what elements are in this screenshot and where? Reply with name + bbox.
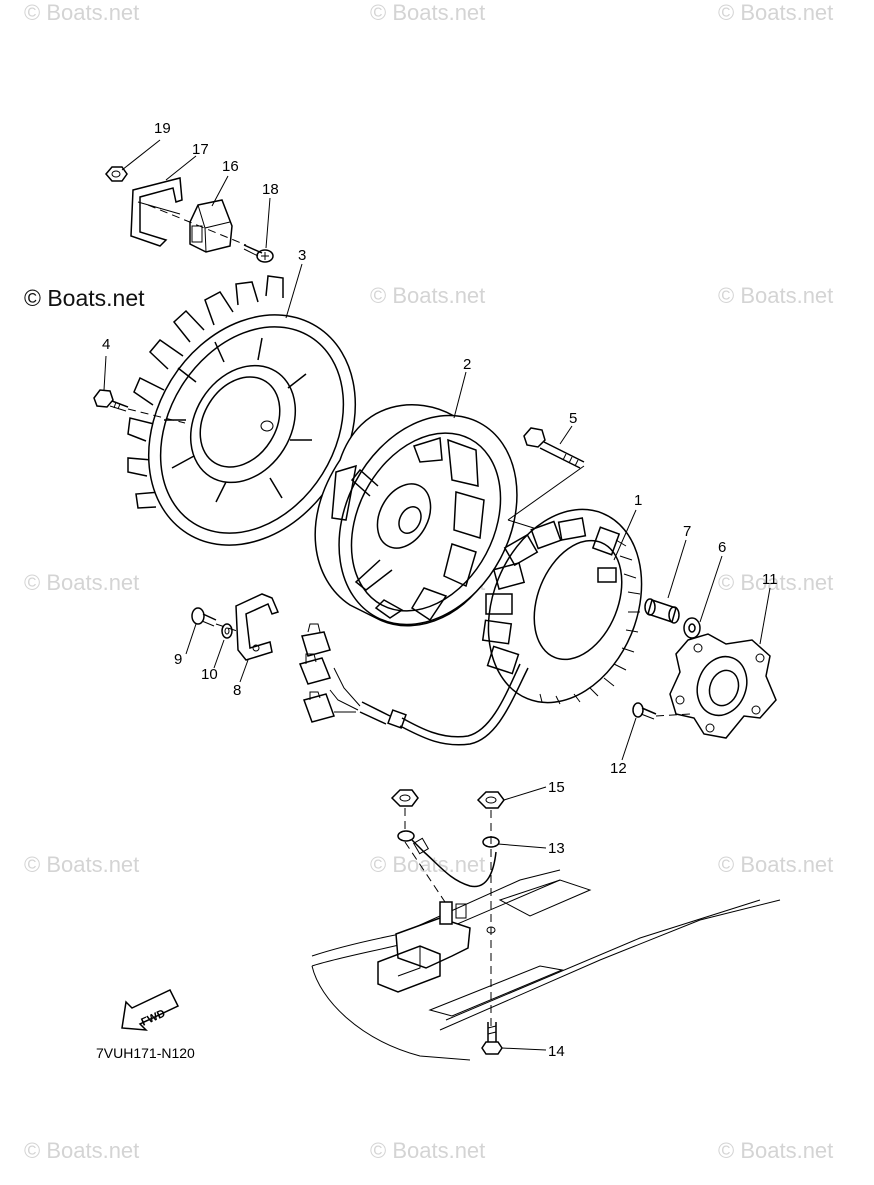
callout-2: 2 bbox=[463, 356, 472, 373]
callout-14: 14 bbox=[548, 1043, 565, 1060]
bracket-8-icon bbox=[235, 593, 280, 661]
callout-1: 1 bbox=[634, 492, 643, 509]
watermark-text: © Boats.net bbox=[718, 0, 834, 25]
watermark-text: © Boats.net bbox=[24, 1138, 140, 1163]
callout-7: 7 bbox=[683, 523, 692, 540]
nut-15-icon bbox=[390, 789, 505, 809]
flywheel-fan-3-icon bbox=[127, 275, 357, 546]
bolt-14-icon bbox=[481, 1022, 503, 1055]
diagram-code: 7VUH171-N120 bbox=[96, 1045, 195, 1061]
spacer-7-icon bbox=[644, 598, 680, 624]
watermark-text: © Boats.net bbox=[370, 1138, 486, 1163]
watermark-text: © Boats.net bbox=[718, 852, 834, 877]
callout-19: 19 bbox=[154, 120, 171, 137]
callout-10: 10 bbox=[201, 666, 218, 683]
callout-15: 15 bbox=[548, 779, 565, 796]
screw-9-icon bbox=[191, 607, 217, 627]
watermark-text: © Boats.net bbox=[718, 283, 834, 308]
watermark-text: © Boats.net bbox=[370, 283, 486, 308]
bolt-5-icon bbox=[523, 427, 585, 469]
callout-13: 13 bbox=[548, 840, 565, 857]
bracket-17-icon bbox=[130, 177, 183, 247]
wire-harness-icon bbox=[298, 623, 529, 746]
connector-block-16-icon bbox=[189, 199, 233, 253]
callout-11: 11 bbox=[762, 571, 778, 588]
collar-6-icon bbox=[683, 617, 701, 639]
callout-4: 4 bbox=[102, 336, 111, 353]
watermark-main: © Boats.net bbox=[24, 285, 145, 311]
callout-17: 17 bbox=[192, 141, 209, 158]
stator-1-icon bbox=[481, 508, 643, 705]
ground-lead-13-icon bbox=[397, 830, 500, 888]
stator-bracket-11-icon bbox=[669, 633, 777, 739]
washer-10-icon bbox=[221, 623, 233, 639]
chassis-panel-icon bbox=[311, 869, 781, 1061]
watermark-text: © Boats.net bbox=[718, 570, 834, 595]
nut-19-icon bbox=[105, 166, 128, 182]
callout-9: 9 bbox=[174, 651, 183, 668]
watermark-text: © Boats.net bbox=[370, 0, 486, 25]
fwd-arrow-icon: FWD bbox=[121, 989, 180, 1031]
watermark-text: © Boats.net bbox=[718, 1138, 834, 1163]
watermark-text: © Boats.net bbox=[24, 852, 140, 877]
callout-16: 16 bbox=[222, 158, 239, 175]
callout-6: 6 bbox=[718, 539, 727, 556]
watermark-text: © Boats.net bbox=[24, 570, 140, 595]
callout-5: 5 bbox=[569, 410, 578, 427]
leader-lines bbox=[103, 139, 771, 1051]
rotor-2-icon bbox=[314, 404, 518, 627]
callout-8: 8 bbox=[233, 682, 242, 699]
callout-18: 18 bbox=[262, 181, 279, 198]
screw-18-icon bbox=[243, 244, 274, 263]
bolt-4-icon bbox=[93, 389, 129, 412]
callout-12: 12 bbox=[610, 760, 627, 777]
watermark-text: © Boats.net bbox=[24, 0, 140, 25]
callout-3: 3 bbox=[298, 247, 307, 264]
screw-12-icon bbox=[632, 702, 657, 720]
